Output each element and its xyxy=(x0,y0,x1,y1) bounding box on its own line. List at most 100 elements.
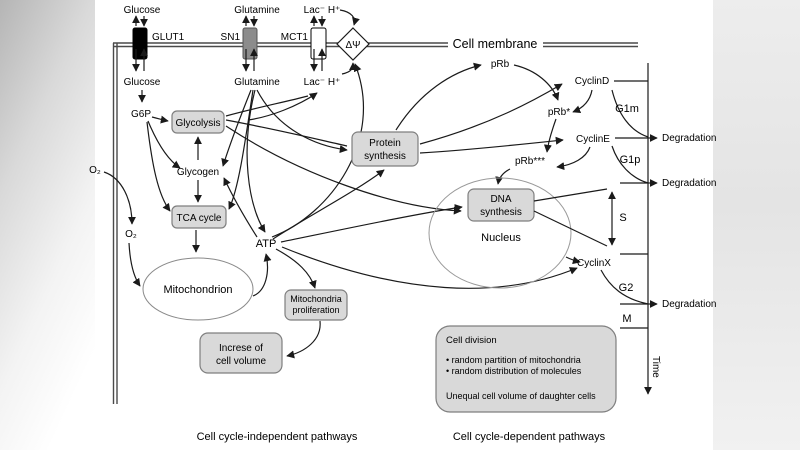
arrow-atp-glycogen xyxy=(223,177,258,238)
glycogen-label: Glycogen xyxy=(177,167,219,178)
arrow-protein-cyclind xyxy=(419,83,563,145)
protein-synthesis-box xyxy=(351,131,419,167)
dna-synthesis-box xyxy=(467,188,535,222)
delta-psi-label: ΔΨ xyxy=(345,40,360,51)
cycline-label: CyclinE xyxy=(576,134,610,145)
arrow-atp-deltapsi xyxy=(271,63,365,238)
arrow-glutamine-protein-synthesis xyxy=(256,89,348,154)
degradation-label-3: Degradation xyxy=(662,299,716,310)
cell-division-title: Cell division xyxy=(446,335,497,346)
cell-volume-box xyxy=(199,332,283,374)
cell-division: Cell division • random partition of mito… xyxy=(435,325,617,413)
o2-outside-label: O₂ xyxy=(89,165,101,176)
cell-cycle-timeline: Degradation Degradation Degradation G1m … xyxy=(600,63,716,395)
time-label: Time xyxy=(650,356,661,378)
transporter-sn1: SN1 Glutamine Glutamine xyxy=(221,5,281,88)
prb-star-label: pRb* xyxy=(548,107,570,118)
arrow-g6p-tca xyxy=(146,121,171,212)
arrow-lac-out-deltapsi xyxy=(339,9,360,26)
cell-division-note: Unequal cell volume of daughter cells xyxy=(446,391,596,401)
arrow-atp-protein-synthesis xyxy=(272,169,385,240)
phase-g1m-label: G1m xyxy=(615,103,639,115)
mito-proliferation-line2: proliferation xyxy=(292,305,339,315)
mito-proliferation-box xyxy=(284,289,348,321)
line-dna-sphase-bottom xyxy=(533,210,608,247)
captions: Cell cycle-independent pathways Cell cyc… xyxy=(197,431,606,443)
transporter-glut1: GLUT1 Glucose Glucose xyxy=(124,5,185,88)
phase-s-label: S xyxy=(619,212,626,224)
arrow-prb3star-dna xyxy=(495,168,511,185)
prb-3star-label: pRb*** xyxy=(515,156,545,167)
nucleus-label: Nucleus xyxy=(481,232,521,244)
glucose-outside-label: Glucose xyxy=(124,5,161,16)
growth-branch: Mitochondria proliferation Increse of ce… xyxy=(199,289,348,374)
arrow-cycline-prb3star xyxy=(556,146,591,171)
arrow-glycolysis-dna-synthesis xyxy=(225,125,462,215)
line-dna-sphase-top xyxy=(533,188,608,202)
sn1-label: SN1 xyxy=(221,32,241,43)
degradation-label-2: Degradation xyxy=(662,178,716,189)
protein-synthesis-line1: Protein xyxy=(369,138,401,149)
page-edge-left xyxy=(0,0,95,450)
atp-label: ATP xyxy=(256,238,277,250)
caption-dependent: Cell cycle-dependent pathways xyxy=(453,431,606,443)
curve-cycline-degradation xyxy=(611,145,649,184)
arrow-nucleus-cyclinx xyxy=(565,256,581,265)
protein-synthesis-line2: synthesis xyxy=(364,151,406,162)
arrow-atp-dna-synthesis xyxy=(280,204,463,243)
mct1-channel xyxy=(310,27,327,60)
dna-synthesis-line2: synthesis xyxy=(480,207,522,218)
sn1-channel xyxy=(242,27,258,60)
cell-volume-line2: cell volume xyxy=(216,356,266,367)
tca-cycle-label: TCA cycle xyxy=(176,213,221,224)
cell-volume-line1: Increse of xyxy=(219,343,263,354)
cell-division-bullet-2: • random distribution of molecules xyxy=(446,366,582,376)
cyclinx-label: CyclinX xyxy=(577,258,611,269)
caption-independent: Cell cycle-independent pathways xyxy=(197,431,358,443)
arrow-mitochondrion-atp xyxy=(252,253,272,297)
glutamine-inside-label: Glutamine xyxy=(234,77,280,88)
arrow-protein-prb xyxy=(395,62,482,131)
lactate-outside-label: Lac⁻ H⁺ xyxy=(304,5,341,16)
arrow-lac-in-deltapsi xyxy=(341,62,357,75)
degradation-label-1: Degradation xyxy=(662,133,716,144)
arrow-glutamine-atp xyxy=(246,89,266,233)
nucleus: DNA synthesis Nucleus CyclinX xyxy=(428,177,611,289)
prb-cyclin-network: pRb CyclinD pRb* CyclinE pRb*** xyxy=(491,59,610,185)
line-glycolysis-protein-synthesis xyxy=(225,119,348,147)
arrow-o2-in xyxy=(103,171,136,225)
line-glycolysis-lactate xyxy=(225,95,309,117)
arrow-glutamine-glycogen xyxy=(221,89,252,167)
glut1-channel xyxy=(132,27,148,60)
arrow-prbstar-prb3star xyxy=(543,118,557,153)
arrow-atp-mito-proliferation xyxy=(275,248,317,289)
metabolism: G6P Glycolysis Glycogen TCA cycle O₂ O₂ … xyxy=(89,90,277,321)
curve-cyclind-degradation xyxy=(611,89,649,138)
arrow-g6p-glycolysis xyxy=(151,115,169,124)
glutamine-outside-label: Glutamine xyxy=(234,5,280,16)
arrow-g6p-glycogen xyxy=(147,120,181,169)
glycolysis-box xyxy=(171,110,225,134)
cell-membrane: Cell membrane xyxy=(112,37,638,404)
arrow-prb-prbstar xyxy=(513,64,560,101)
glut1-label: GLUT1 xyxy=(152,32,185,43)
phase-m-label: M xyxy=(622,313,631,325)
g6p-label: G6P xyxy=(131,109,151,120)
arrow-mitoprolif-cellvolume xyxy=(286,320,321,359)
page-edge-right xyxy=(713,0,800,450)
o2-inside-label: O₂ xyxy=(125,229,137,240)
arrow-glutamine-lactate xyxy=(247,92,318,121)
arrow-glutamine-tca xyxy=(228,89,254,210)
cell-division-box xyxy=(435,325,617,413)
mito-proliferation-line1: Mitochondria xyxy=(290,294,342,304)
mct1-label: MCT1 xyxy=(281,32,309,43)
glucose-inside-label: Glucose xyxy=(124,77,161,88)
prb-label: pRb xyxy=(491,59,510,70)
inner-connections xyxy=(221,63,578,289)
protein-synthesis: Protein synthesis xyxy=(351,62,564,167)
dna-synthesis-line1: DNA xyxy=(490,194,511,205)
phase-g2-label: G2 xyxy=(619,282,634,294)
arrow-protein-cycline xyxy=(419,136,564,154)
